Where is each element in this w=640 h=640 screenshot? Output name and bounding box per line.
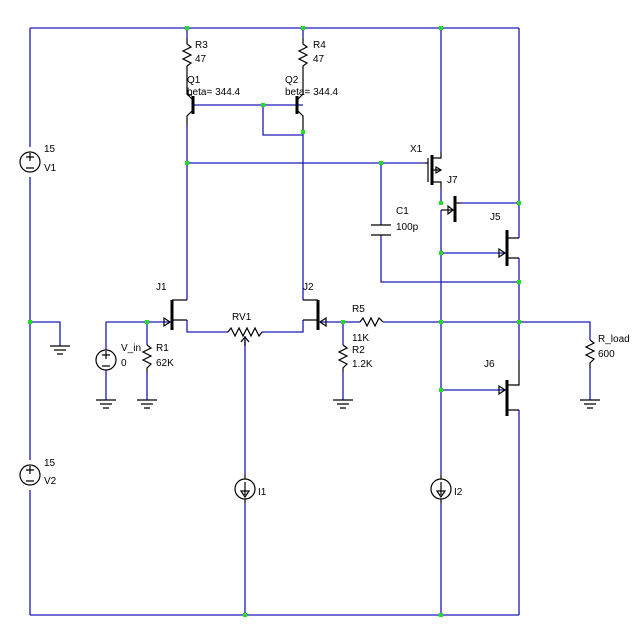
transistor-q1[interactable]: Q1 beta= 344.4 <box>186 72 241 125</box>
node <box>261 103 265 107</box>
transistor-q2[interactable]: Q2 beta= 344.4 <box>285 72 339 130</box>
r5-value: 11K <box>352 333 369 344</box>
jfet-j1[interactable]: J1 <box>156 282 187 330</box>
v2-label: V2 <box>44 476 57 487</box>
voltage-source-v2[interactable]: 15 V2 <box>19 458 57 487</box>
v1-label: V1 <box>44 163 57 174</box>
node <box>439 613 443 617</box>
node <box>185 161 189 165</box>
v1-value: 15 <box>44 144 56 155</box>
junction-nodes <box>28 26 521 617</box>
vin-label: V_in <box>121 343 141 354</box>
node <box>379 161 383 165</box>
q1-param: beta= 344.4 <box>187 87 241 98</box>
node <box>439 388 443 392</box>
voltage-source-v1[interactable]: 15 V1 <box>19 144 57 174</box>
jfet-j2[interactable]: J2 <box>303 282 327 330</box>
wire-j2-gate <box>320 321 360 345</box>
resistor-r2[interactable]: R2 1.2K <box>337 344 373 372</box>
wire-gnd-left <box>30 321 61 346</box>
jfet-j7[interactable]: J7 <box>441 175 461 222</box>
node <box>439 201 443 205</box>
node <box>439 26 443 30</box>
j6-label: J6 <box>484 359 495 370</box>
wire-j1-source <box>186 320 228 333</box>
r3-value: 47 <box>195 54 207 65</box>
current-source-i1[interactable]: I1 <box>234 475 267 503</box>
j1-label: J1 <box>156 282 167 293</box>
vin-value: 0 <box>121 358 127 369</box>
resistor-r4[interactable]: R4 47 <box>297 38 326 72</box>
wires <box>29 27 591 616</box>
r1-value: 62K <box>156 358 174 369</box>
c1-value: 100p <box>396 222 419 233</box>
ground-icon <box>580 399 600 409</box>
node <box>517 320 521 324</box>
v2-value: 15 <box>44 458 56 469</box>
rv1-label: RV1 <box>232 312 252 323</box>
wire-j1-gate <box>105 321 170 350</box>
c1-label: C1 <box>396 206 409 217</box>
r4-label: R4 <box>313 40 326 51</box>
node <box>517 201 521 205</box>
r3-label: R3 <box>195 40 208 51</box>
j7-label: J7 <box>447 175 458 186</box>
potentiometer-rv1[interactable]: RV1 <box>227 312 263 346</box>
node <box>301 130 305 134</box>
wire-mirror-base <box>193 104 303 136</box>
voltage-source-vin[interactable]: V_in 0 <box>95 343 141 371</box>
wire-j2-source <box>262 320 304 333</box>
wire-c1-bottom <box>380 235 519 283</box>
node <box>439 251 443 255</box>
capacitor-c1[interactable]: C1 100p <box>371 206 419 236</box>
ground-icon <box>137 399 157 409</box>
rload-label: R_load <box>598 334 630 345</box>
mosfet-x1[interactable]: X1 <box>410 144 443 188</box>
node <box>517 280 521 284</box>
ground-icon <box>50 345 70 355</box>
ground-symbols <box>50 345 600 409</box>
wire-output <box>383 321 591 340</box>
node <box>341 320 345 324</box>
node <box>185 26 189 30</box>
r2-value: 1.2K <box>352 359 373 370</box>
node <box>243 613 247 617</box>
resistor-r5[interactable]: R5 11K <box>352 304 384 344</box>
node <box>28 320 32 324</box>
rload-value: 600 <box>598 349 615 360</box>
node <box>301 26 305 30</box>
q2-label: Q2 <box>285 75 299 86</box>
resistor-r3[interactable]: R3 47 <box>181 38 208 72</box>
resistor-r1[interactable]: R1 62K <box>141 343 174 372</box>
current-source-i2[interactable]: I2 <box>430 475 463 503</box>
i1-label: I1 <box>258 487 267 498</box>
jfet-j6[interactable]: J6 <box>484 359 520 416</box>
i2-label: I2 <box>454 487 463 498</box>
j2-label: J2 <box>303 282 314 293</box>
node <box>145 320 149 324</box>
jfet-j5[interactable]: J5 <box>490 212 519 266</box>
ground-icon <box>96 399 116 409</box>
resistor-rload[interactable]: R_load 600 <box>584 334 630 368</box>
r1-label: R1 <box>156 343 169 354</box>
r5-label: R5 <box>352 304 365 315</box>
r2-label: R2 <box>352 345 365 356</box>
j5-label: J5 <box>490 212 501 223</box>
ground-icon <box>333 399 353 409</box>
q1-label: Q1 <box>187 75 201 86</box>
x1-label: X1 <box>410 144 423 155</box>
q2-param: beta= 344.4 <box>285 87 339 98</box>
r4-value: 47 <box>313 54 325 65</box>
node <box>439 320 443 324</box>
